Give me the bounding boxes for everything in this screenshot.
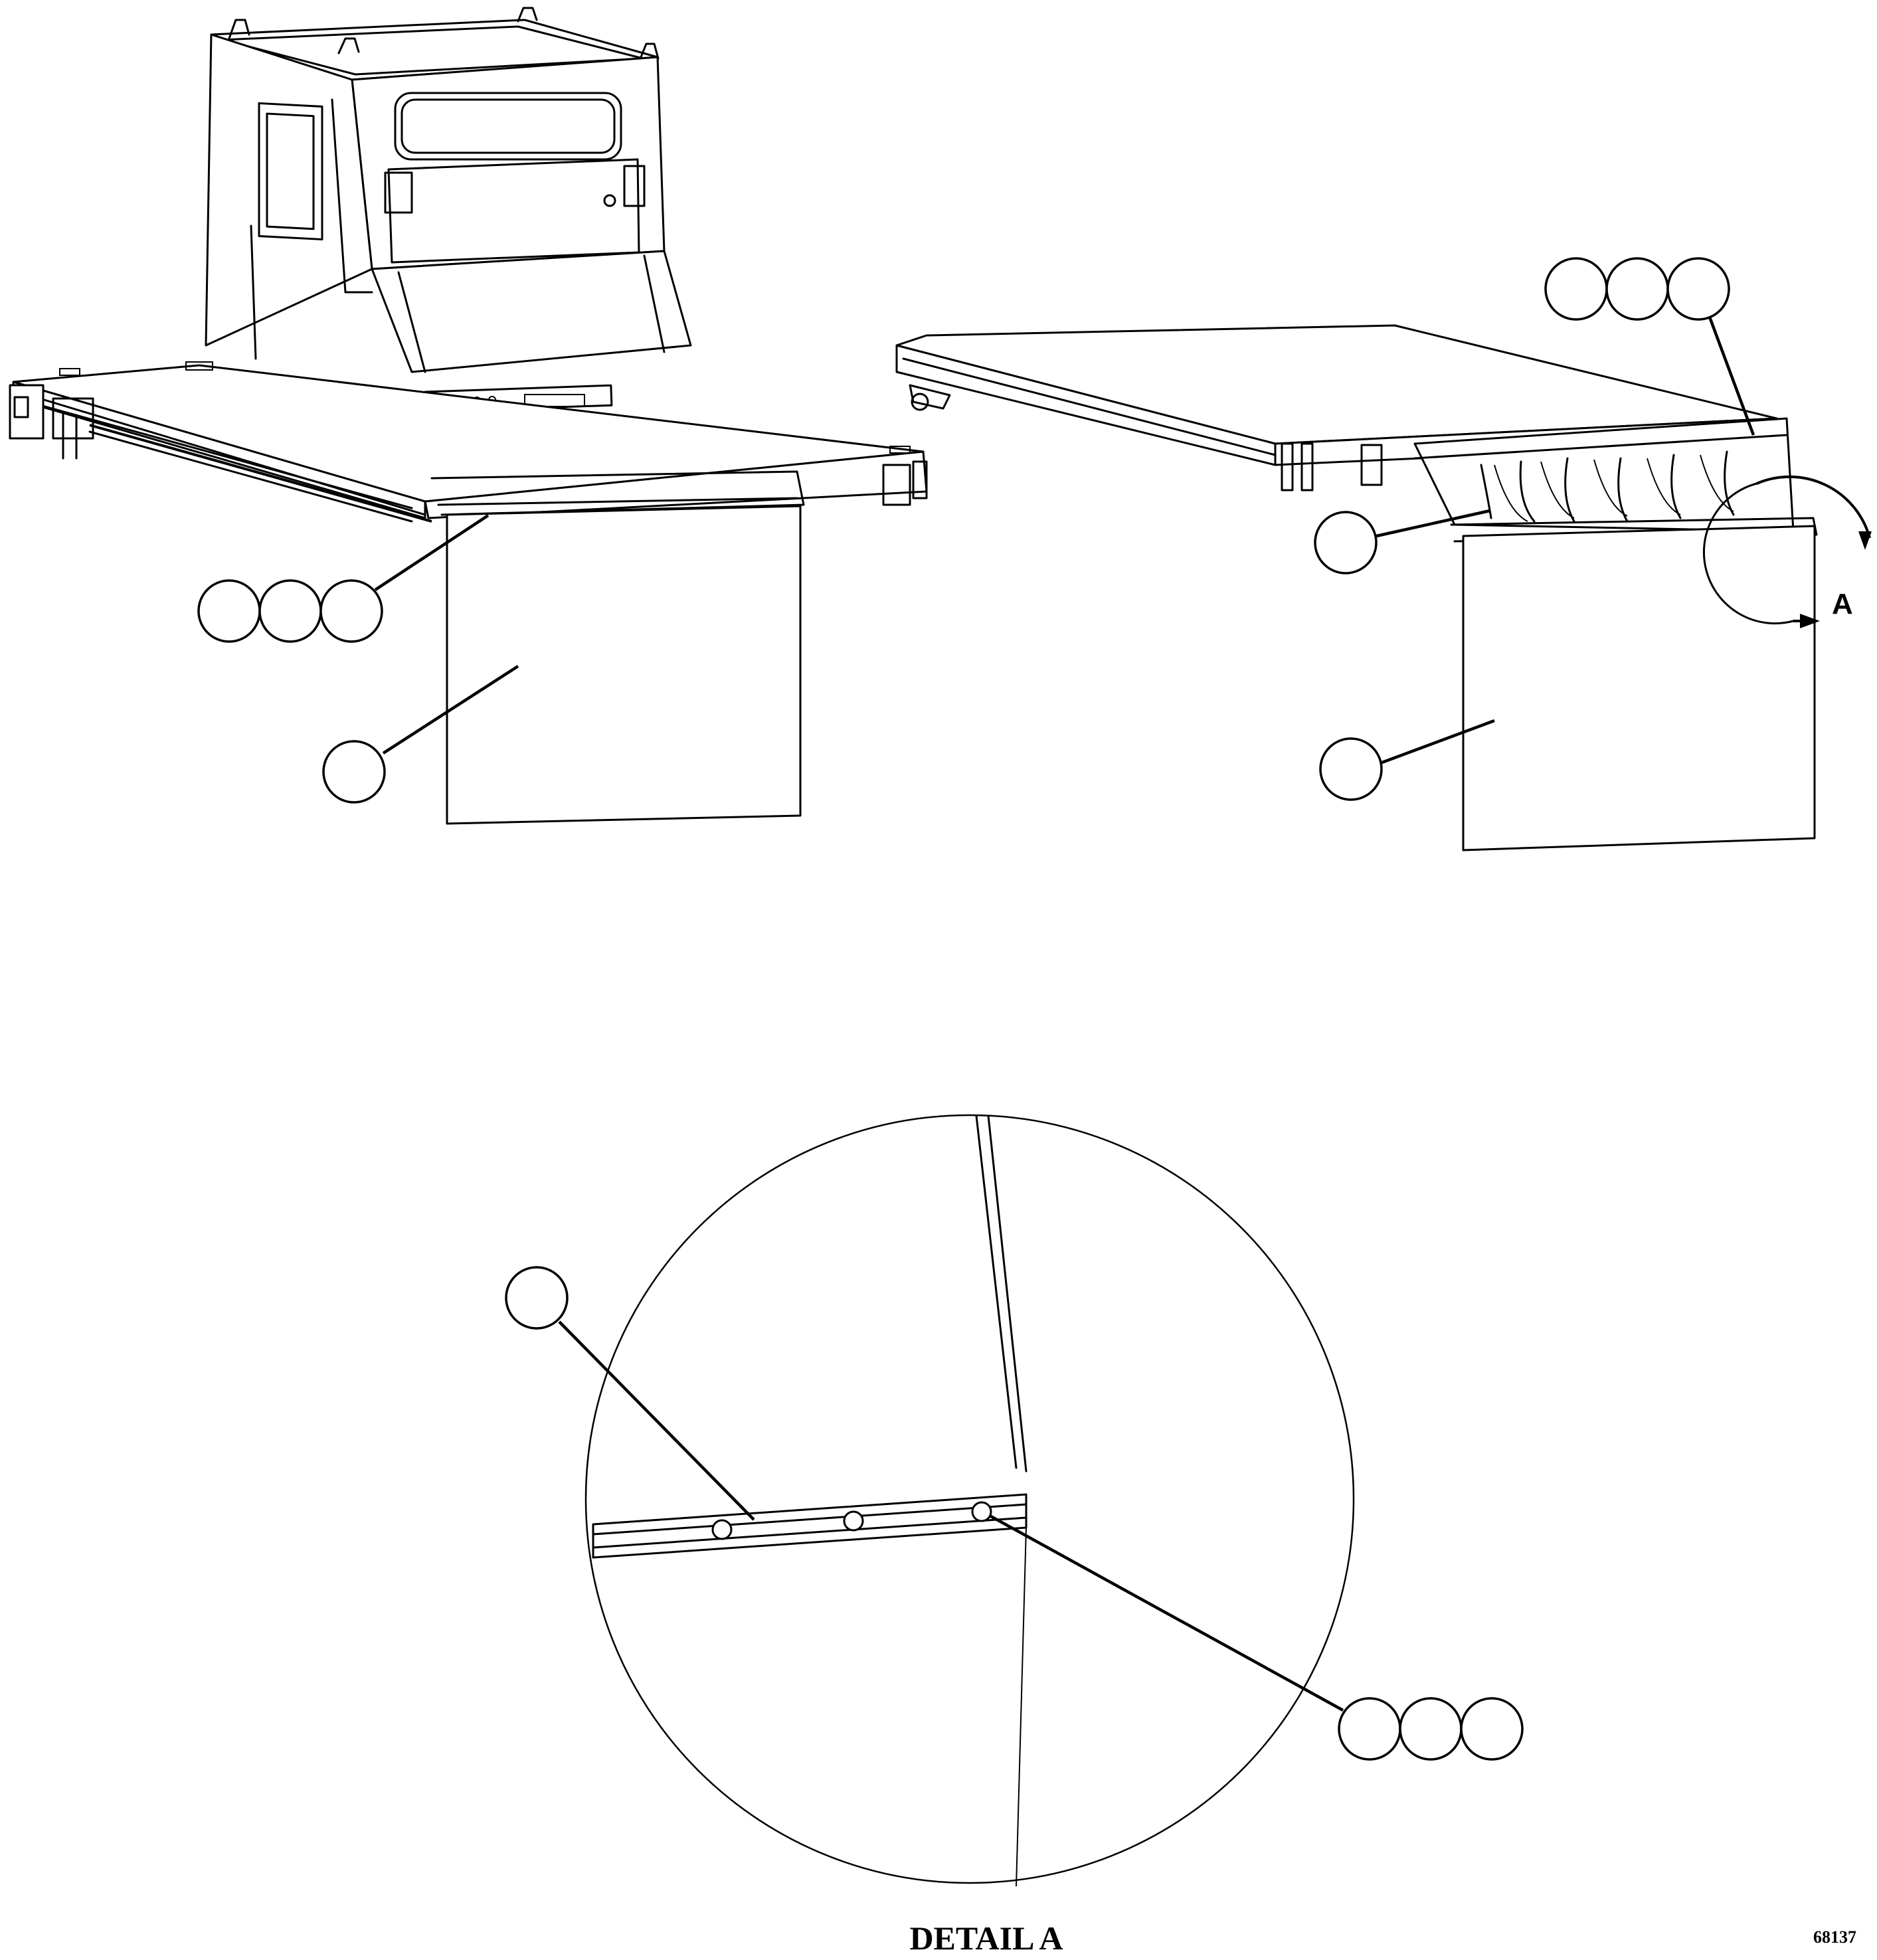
right-view-deck-assembly — [895, 324, 1818, 543]
leader-right-hardware — [1706, 313, 1755, 436]
callout-bubble-left-hardware-2 — [258, 579, 322, 643]
detail-a-caption: DETAIL A — [909, 1919, 1063, 1957]
view-letter-a: A — [1832, 588, 1853, 620]
leader-right-bracket — [1373, 509, 1490, 539]
callout-bubble-detail-bolt-2 — [1399, 1697, 1463, 1761]
detail-a-view-arrow — [1702, 475, 1872, 628]
callout-bubble-right-bracket — [1314, 511, 1378, 575]
leader-left-flap — [382, 665, 519, 755]
callout-bubble-left-hardware-1 — [197, 579, 261, 643]
callout-bubble-detail-bolt-1 — [1338, 1697, 1401, 1761]
callout-bubble-left-flap — [322, 740, 386, 804]
leader-right-flap — [1380, 719, 1495, 765]
figure-number: 68137 — [1813, 1927, 1856, 1947]
callout-bubble-right-hardware-2 — [1605, 257, 1669, 321]
detail-a-view — [584, 1114, 1355, 1887]
callout-bubble-left-hardware-3 — [319, 579, 383, 643]
leader-detail-bar — [558, 1320, 755, 1521]
right-mud-flap — [1462, 525, 1816, 851]
callout-bubble-right-hardware-3 — [1666, 257, 1730, 321]
callout-bubble-detail-bar — [505, 1266, 569, 1330]
callout-bubble-right-hardware-1 — [1544, 257, 1608, 321]
left-view-cab-assembly — [9, 7, 928, 523]
callout-bubble-right-flap — [1319, 737, 1383, 801]
leader-detail-bolt — [988, 1514, 1344, 1712]
leader-left-hardware — [374, 514, 490, 591]
left-mud-flap — [446, 505, 802, 825]
callout-bubble-detail-bolt-3 — [1460, 1697, 1524, 1761]
